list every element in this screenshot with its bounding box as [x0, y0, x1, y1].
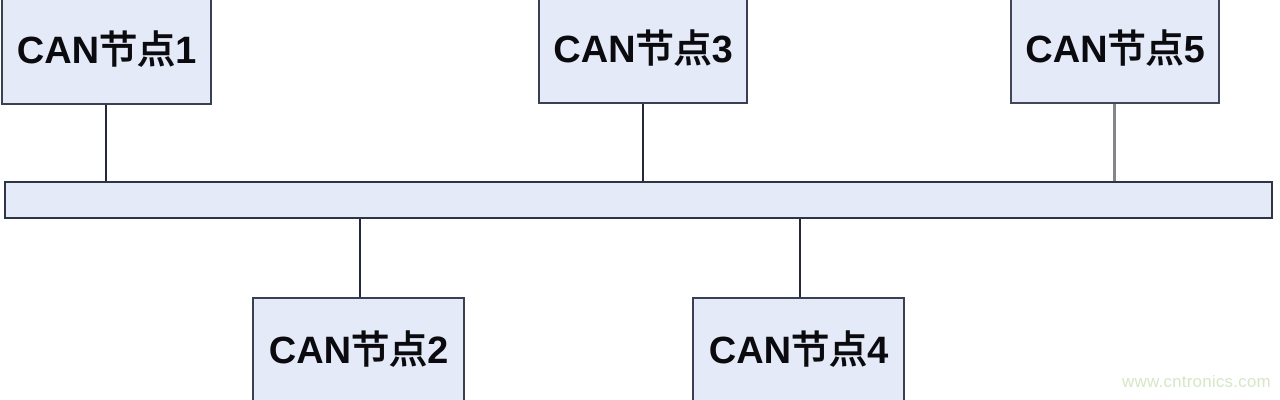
can-bus-line[interactable]: [4, 181, 1273, 219]
can-node-1-label: CAN节点1: [16, 29, 197, 72]
connector-bus-to-node2: [359, 219, 361, 298]
can-node-3[interactable]: CAN节点3: [538, 0, 748, 104]
can-node-2-label: CAN节点2: [268, 329, 449, 372]
can-node-2[interactable]: CAN节点2: [252, 297, 465, 400]
connector-node5-to-bus: [1113, 104, 1116, 182]
can-node-3-label: CAN节点3: [553, 29, 733, 71]
can-node-5[interactable]: CAN节点5: [1010, 0, 1220, 104]
connector-node3-to-bus: [642, 104, 644, 182]
connector-bus-to-node4: [799, 219, 801, 298]
connector-node1-to-bus: [105, 105, 107, 182]
can-node-4[interactable]: CAN节点4: [692, 297, 905, 400]
can-node-4-label: CAN节点4: [708, 329, 889, 372]
can-node-1[interactable]: CAN节点1: [1, 0, 212, 105]
can-node-5-label: CAN节点5: [1025, 29, 1205, 71]
site-watermark: www.cntronics.com: [1122, 372, 1271, 391]
